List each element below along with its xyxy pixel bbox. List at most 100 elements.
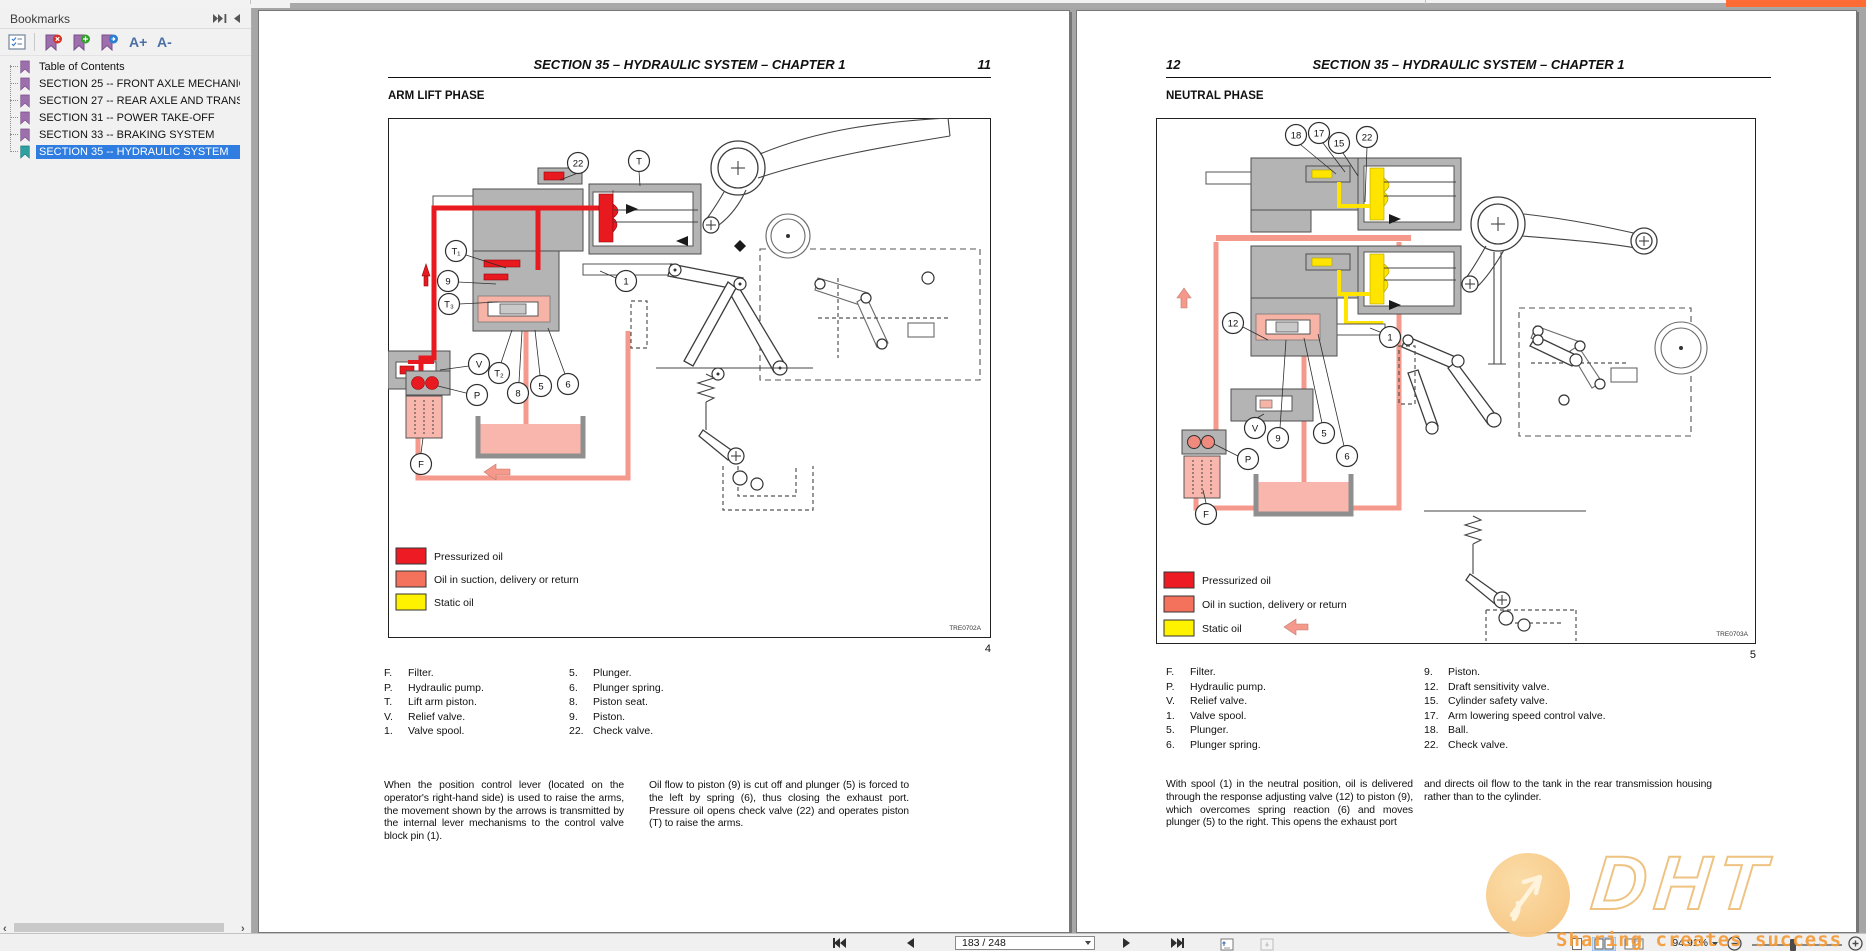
callout: 22 [573, 159, 584, 170]
parts-list-col2: 9.Piston. 12.Draft sensitivity valve. 15… [1424, 665, 1704, 753]
sidebar-item-section-25[interactable]: SECTION 25 -- FRONT AXLE MECHANICAL TI [0, 75, 252, 92]
callout: P [1245, 455, 1251, 466]
tab-separator [250, 0, 251, 4]
part-row: V.Relief valve. [1166, 695, 1248, 708]
body-paragraph: and directs oil flow to the tank in the … [1424, 779, 1712, 803]
figure-number: 4 [984, 643, 991, 655]
zoom-slider[interactable] [1752, 944, 1842, 946]
sidebar-item-section-33[interactable]: SECTION 33 -- BRAKING SYSTEM [0, 126, 252, 143]
bookmark-icon [20, 111, 30, 125]
bookmark-label: SECTION 31 -- POWER TAKE-OFF [39, 111, 215, 124]
scroll-left-icon[interactable]: ‹ [3, 923, 7, 935]
sidebar-item-section-31[interactable]: SECTION 31 -- POWER TAKE-OFF [0, 109, 252, 126]
callout: T [636, 157, 642, 168]
part-row: P.Hydraulic pump. [384, 681, 484, 694]
part-row: 15.Cylinder safety valve. [1424, 695, 1548, 708]
two-page-cover-icon[interactable] [1622, 937, 1646, 951]
part-row: 5.Plunger. [569, 667, 632, 679]
goto-bookmark-icon[interactable] [100, 34, 119, 52]
page-11: SECTION 35 – HYDRAULIC SYSTEM – CHAPTER … [258, 10, 1070, 933]
two-page-icon[interactable] [1592, 937, 1616, 951]
callout: 1 [1387, 333, 1392, 344]
callout: 6 [565, 380, 570, 391]
scroll-right-icon[interactable]: › [241, 923, 245, 935]
last-page-icon[interactable] [1170, 937, 1184, 949]
bookmark-icon [20, 94, 30, 108]
status-bar: 183 / 248 94.91% [0, 933, 1866, 951]
callout: T₃ [444, 300, 454, 311]
part-row: V.Relief valve. [384, 710, 466, 723]
legend-label: Pressurized oil [1202, 575, 1271, 587]
bookmark-label: SECTION 33 -- BRAKING SYSTEM [39, 128, 215, 141]
part-row: 1.Valve spool. [1166, 709, 1247, 722]
bookmark-icon [20, 77, 30, 91]
zoom-in-icon[interactable] [1848, 936, 1863, 951]
zoom-caret-icon[interactable] [1712, 942, 1718, 946]
next-page-icon[interactable] [1122, 937, 1132, 949]
accent-bar [1726, 0, 1866, 7]
parts-list-col1: F.Filter. P.Hydraulic pump. T.Lift arm p… [384, 666, 564, 739]
section-heading: NEUTRAL PHASE [1166, 90, 1264, 102]
first-page-icon[interactable] [833, 937, 847, 949]
bookmark-label: SECTION 27 -- REAR AXLE AND TRANSMISSI [39, 94, 240, 107]
bookmark-label: SECTION 25 -- FRONT AXLE MECHANICAL TI [39, 77, 240, 90]
bookmarks-hscrollbar[interactable]: ‹ › [0, 922, 252, 935]
decrease-font-button[interactable]: A- [157, 34, 172, 50]
part-row: F.Filter. [1166, 666, 1216, 678]
dropdown-caret-icon[interactable] [1085, 941, 1091, 945]
top-tab-strip [0, 0, 1866, 8]
hscrollbar-thumb[interactable] [14, 923, 224, 932]
section-heading: ARM LIFT PHASE [388, 90, 485, 102]
header-rule [388, 77, 991, 78]
legend-label: Static oil [1202, 623, 1242, 635]
part-row: 22.Check valve. [569, 725, 654, 738]
page-number-input[interactable]: 183 / 248 [955, 936, 1095, 950]
prev-page-icon[interactable] [905, 937, 915, 949]
legend-label: Pressurized oil [434, 551, 503, 563]
legend-swatch-pressurized [395, 547, 427, 565]
legend-swatch-suction [395, 570, 427, 588]
increase-font-button[interactable]: A+ [129, 34, 148, 50]
delete-bookmark-icon[interactable] [44, 34, 63, 52]
part-row: 8.Piston seat. [569, 696, 648, 709]
figure-number: 5 [1749, 649, 1756, 661]
body-paragraph: When the position control lever (located… [384, 780, 624, 843]
dock-icon[interactable] [212, 13, 227, 24]
document-area: SECTION 35 – HYDRAULIC SYSTEM – CHAPTER … [253, 8, 1866, 933]
part-row: T.Lift arm piston. [384, 696, 477, 709]
callout: 12 [1228, 319, 1239, 330]
body-paragraph: Oil flow to piston (9) is cut off and pl… [649, 780, 909, 830]
callout: 6 [1344, 452, 1349, 463]
zoom-level[interactable]: 94.91% [1672, 937, 1708, 949]
collapse-icon[interactable] [233, 13, 241, 24]
callout: 9 [1275, 434, 1280, 445]
callout: 22 [1362, 133, 1373, 144]
part-row: P.Hydraulic pump. [1166, 680, 1266, 693]
legend-label: Oil in suction, delivery or return [1202, 599, 1347, 611]
page-header: SECTION 35 – HYDRAULIC SYSTEM – CHAPTER … [533, 57, 846, 72]
part-row: 6.Plunger spring. [569, 681, 664, 694]
part-row: 9.Piston. [569, 710, 626, 723]
parts-list-col2: 5.Plunger. 6.Plunger spring. 8.Piston se… [569, 666, 789, 739]
sidebar-item-section-35[interactable]: SECTION 35 -- HYDRAULIC SYSTEM [0, 143, 252, 160]
prev-view-icon[interactable] [1218, 937, 1235, 951]
options-icon[interactable] [8, 34, 27, 51]
part-row: 9.Piston. [1424, 666, 1481, 678]
bookmarks-panel-header: Bookmarks [0, 8, 251, 29]
add-bookmark-icon[interactable] [72, 34, 91, 52]
bookmark-icon-active [20, 145, 30, 159]
body-paragraph: With spool (1) in the neutral position, … [1166, 779, 1413, 829]
next-view-icon[interactable] [1258, 937, 1275, 951]
sidebar-item-toc[interactable]: Table of Contents [0, 58, 252, 75]
zoom-slider-thumb[interactable] [1790, 939, 1796, 951]
bookmark-tree-line [10, 65, 11, 152]
bookmarks-panel: Bookmarks [0, 8, 252, 935]
page-12: 12 SECTION 35 – HYDRAULIC SYSTEM – CHAPT… [1076, 10, 1857, 933]
legend-label: Static oil [434, 597, 474, 609]
zoom-out-icon[interactable] [1727, 936, 1742, 951]
sidebar-item-section-27[interactable]: SECTION 27 -- REAR AXLE AND TRANSMISSI [0, 92, 252, 109]
single-page-icon[interactable] [1571, 937, 1583, 951]
tab-separator [1425, 0, 1426, 4]
callout: V [1252, 424, 1259, 435]
header-rule [1166, 77, 1771, 78]
